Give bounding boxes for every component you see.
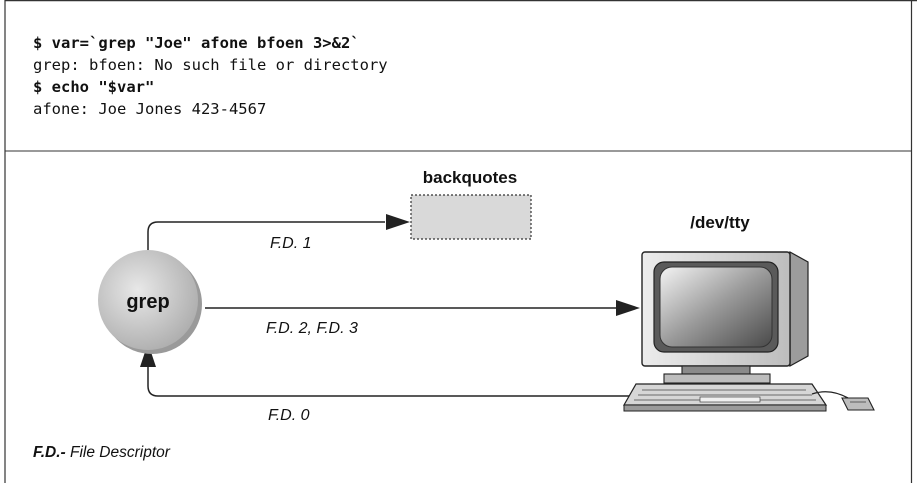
legend-text: File Descriptor — [65, 444, 170, 461]
backquotes-label: backquotes — [423, 168, 517, 187]
output-line: grep: bfoen: No such file or directory — [33, 56, 388, 74]
fd23-arrowhead — [616, 300, 640, 316]
fd1-arrowhead — [386, 214, 410, 230]
terminal-computer-icon — [622, 250, 875, 412]
legend-abbreviation: F.D.- — [33, 444, 66, 461]
fd0-arrowhead — [140, 343, 156, 367]
process-circle — [98, 250, 198, 350]
terminal-transcript: $ var=`grep "Joe" afone bfoen 3>&2` grep… — [33, 32, 388, 120]
fd0-arrow-line — [147, 366, 630, 397]
legend: F.D.- File Descriptor — [33, 444, 170, 462]
process-label: grep — [126, 291, 169, 313]
command-line: $ echo "$var" — [33, 78, 155, 96]
fd1-arrow-line — [147, 221, 385, 250]
fd0-label: F.D. 0 — [268, 407, 310, 424]
command-line: $ var=`grep "Joe" afone bfoen 3>&2` — [33, 34, 360, 52]
fd23-label: F.D. 2, F.D. 3 — [266, 320, 358, 337]
device-label: /dev/tty — [690, 213, 750, 232]
fd1-label: F.D. 1 — [270, 235, 312, 252]
output-line: afone: Joe Jones 423-4567 — [33, 100, 267, 118]
backquotes-box — [410, 194, 532, 240]
